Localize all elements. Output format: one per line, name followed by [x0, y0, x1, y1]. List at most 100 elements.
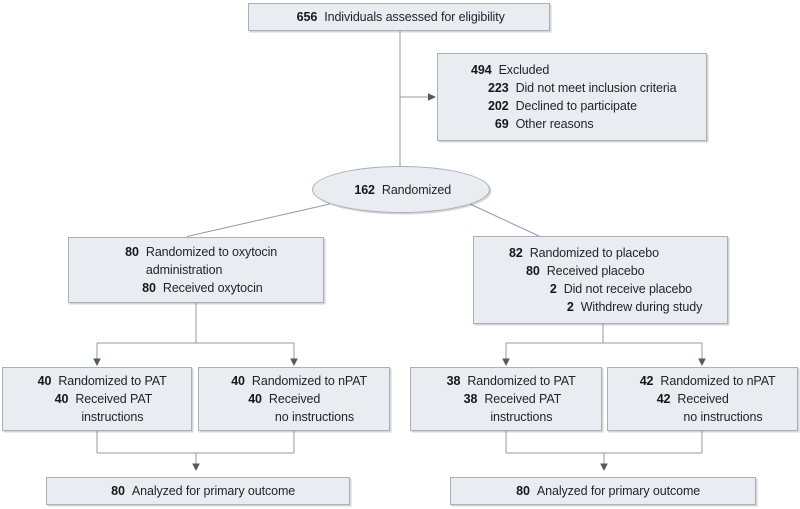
box-analyzed-oxytocin: 80 Analyzed for primary outcome: [46, 477, 350, 505]
line-label: Did not meet inclusion criteria: [515, 81, 677, 95]
count-value: 42: [656, 392, 671, 406]
arrow-down-icon: [290, 358, 298, 366]
flow-line: 2 Withdrew during study: [499, 298, 703, 316]
line-label: Received: [268, 392, 321, 406]
count-value: 162: [354, 182, 375, 197]
line-label: Randomized to PAT: [58, 374, 167, 388]
line-label: Withdrew during study: [580, 300, 703, 314]
count-value: 40: [231, 374, 245, 388]
ellipse-randomized: 162 Randomized: [312, 166, 490, 213]
arrow-down-icon: [502, 358, 510, 366]
arrow-down-icon: [192, 463, 200, 471]
node-content: 80 Analyzed for primary outcome: [97, 482, 299, 500]
box-placebo-group: 82 Randomized to placebo 80 Received placeb…: [473, 236, 728, 324]
flow-line: no instructions: [221, 408, 367, 426]
line-label: Randomized: [381, 182, 452, 197]
flow-line: 80 Received placebo: [499, 262, 703, 280]
count-value: 38: [463, 392, 478, 406]
line-label: Received placebo: [546, 264, 645, 278]
count-value: 223: [488, 81, 509, 95]
flow-line: 69 Other reasons: [468, 115, 677, 133]
line-label: Received PAT: [484, 392, 562, 406]
count-value: 42: [639, 374, 654, 388]
flow-line: 82 Randomized to placebo: [499, 244, 703, 262]
arrow-down-icon: [600, 463, 608, 471]
connector-lines-orthogonal: [96, 31, 703, 464]
line-label: Received oxytocin: [162, 281, 263, 295]
box-analyzed-placebo: 80 Analyzed for primary outcome: [450, 477, 756, 505]
arrow-down-icon: [93, 358, 101, 366]
line-label: instructions: [81, 410, 144, 424]
count-value: [436, 408, 477, 426]
count-value: 38: [446, 374, 461, 388]
flow-line: 80 Received oxytocin: [115, 279, 277, 297]
line-label: Analyzed for primary outcome: [131, 484, 296, 498]
line-label: Declined to participate: [515, 99, 637, 113]
flow-line: 42 Randomized to nPAT: [629, 372, 776, 390]
line-label: Randomized to nPAT: [660, 374, 776, 388]
line-label: Received: [677, 392, 729, 406]
flow-line: 38 Received PAT: [436, 390, 575, 408]
line-label: Other reasons: [515, 117, 594, 131]
arrowheads: [93, 93, 706, 471]
count-value: 40: [248, 392, 262, 406]
count-value: 80: [525, 264, 540, 278]
count-value: 69: [494, 117, 509, 131]
flow-line: 40 Received: [221, 390, 367, 408]
flow-line: 40 Randomized to PAT: [27, 372, 167, 390]
count-value: 40: [54, 392, 69, 406]
connector-lines-diagonal: [186, 203, 541, 237]
count-value: 80: [111, 484, 125, 498]
line-label: Randomized to PAT: [467, 374, 576, 388]
count-value: 80: [125, 245, 139, 259]
line-label: administration: [145, 263, 223, 277]
flow-line: instructions: [436, 408, 575, 426]
count-value: 656: [296, 10, 318, 24]
count-value: 40: [37, 374, 52, 388]
count-value: 80: [142, 281, 156, 295]
flow-line: instructions: [27, 408, 166, 426]
line-label: Analyzed for primary outcome: [536, 484, 701, 498]
line-label: instructions: [490, 410, 553, 424]
count-value: 80: [516, 484, 530, 498]
count-value: 2: [566, 300, 574, 314]
line-label: no instructions: [274, 410, 355, 424]
flow-line: 40 Received PAT: [27, 390, 166, 408]
flow-line: 38 Randomized to PAT: [436, 372, 576, 390]
flow-line: no instructions: [629, 408, 775, 426]
line-label: Received PAT: [75, 392, 153, 406]
count-value: 82: [508, 246, 523, 260]
node-content: 82 Randomized to placebo 80 Received placeb…: [495, 244, 707, 316]
line-label: Randomized to placebo: [529, 246, 659, 260]
count-value: 494: [471, 63, 492, 77]
flow-line: 162 Randomized: [351, 181, 451, 199]
count-value: [115, 261, 139, 279]
flow-line: 223 Did not meet inclusion criteria: [468, 79, 677, 97]
count-value: [221, 408, 262, 426]
node-content: 162 Randomized: [347, 181, 455, 199]
line-label: no instructions: [683, 410, 763, 424]
flow-line: 42 Received: [629, 390, 775, 408]
line-label: Did not receive placebo: [563, 282, 693, 296]
count-value: [27, 408, 68, 426]
